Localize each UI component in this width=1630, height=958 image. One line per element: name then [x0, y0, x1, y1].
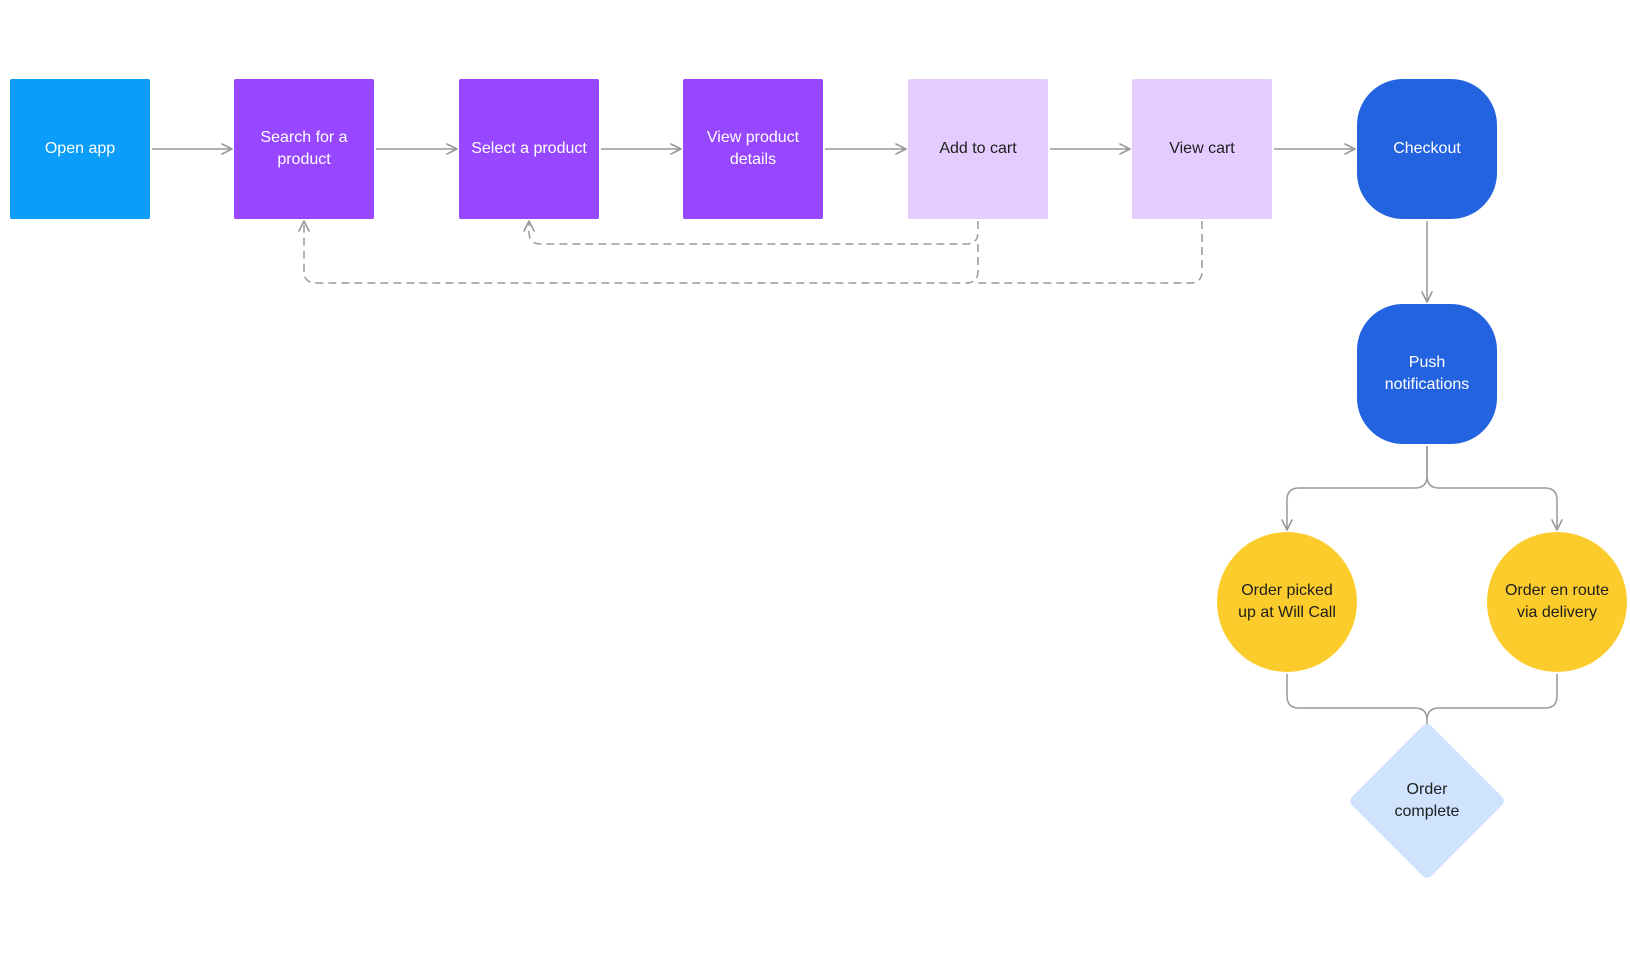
node-select-a-product-label: Select a product: [471, 140, 587, 157]
node-view-cart-label: View cart: [1169, 140, 1235, 157]
node-open-app-label: Open app: [44, 140, 116, 157]
connector-delivery-to-complete: [1426, 674, 1558, 721]
node-view-product-details-label: View product details: [706, 129, 800, 168]
node-add-to-cart[interactable]: Add to cart: [908, 79, 1048, 219]
node-push-notifications[interactable]: Push notifications: [1357, 304, 1497, 444]
node-open-app[interactable]: Open app: [10, 79, 150, 219]
node-checkout-label: Checkout: [1393, 140, 1461, 157]
node-view-cart[interactable]: View cart: [1132, 79, 1272, 219]
node-select-a-product[interactable]: Select a product: [459, 79, 599, 219]
connector-push-to-delivery: [1426, 446, 1563, 531]
node-view-product-details[interactable]: View product details: [683, 79, 823, 219]
dashed-loop-add-cart-to-search: [298, 220, 979, 284]
node-checkout[interactable]: Checkout: [1357, 79, 1497, 219]
node-order-complete-label: Order complete: [1394, 781, 1460, 820]
connector-will-call-to-complete: [1286, 674, 1433, 742]
dashed-loop-view-cart-to-search: [978, 221, 1203, 284]
connector-push-to-will-call: [1281, 446, 1428, 531]
node-search-for-a-product[interactable]: Search for a product: [234, 79, 374, 219]
node-order-en-route-via-delivery[interactable]: Order en route via delivery: [1487, 532, 1627, 672]
node-order-picked-up-at-will-call[interactable]: Order picked up at Will Call: [1217, 532, 1357, 672]
node-push-notifications-label: Push notifications: [1384, 354, 1470, 393]
node-order-en-route-label: Order en route via delivery: [1504, 582, 1610, 621]
node-add-to-cart-label: Add to cart: [939, 140, 1017, 157]
node-order-picked-up-label: Order picked up at Will Call: [1238, 582, 1336, 621]
dashed-loop-add-cart-to-select: [523, 220, 979, 245]
node-search-for-a-product-label: Search for a product: [260, 129, 348, 168]
